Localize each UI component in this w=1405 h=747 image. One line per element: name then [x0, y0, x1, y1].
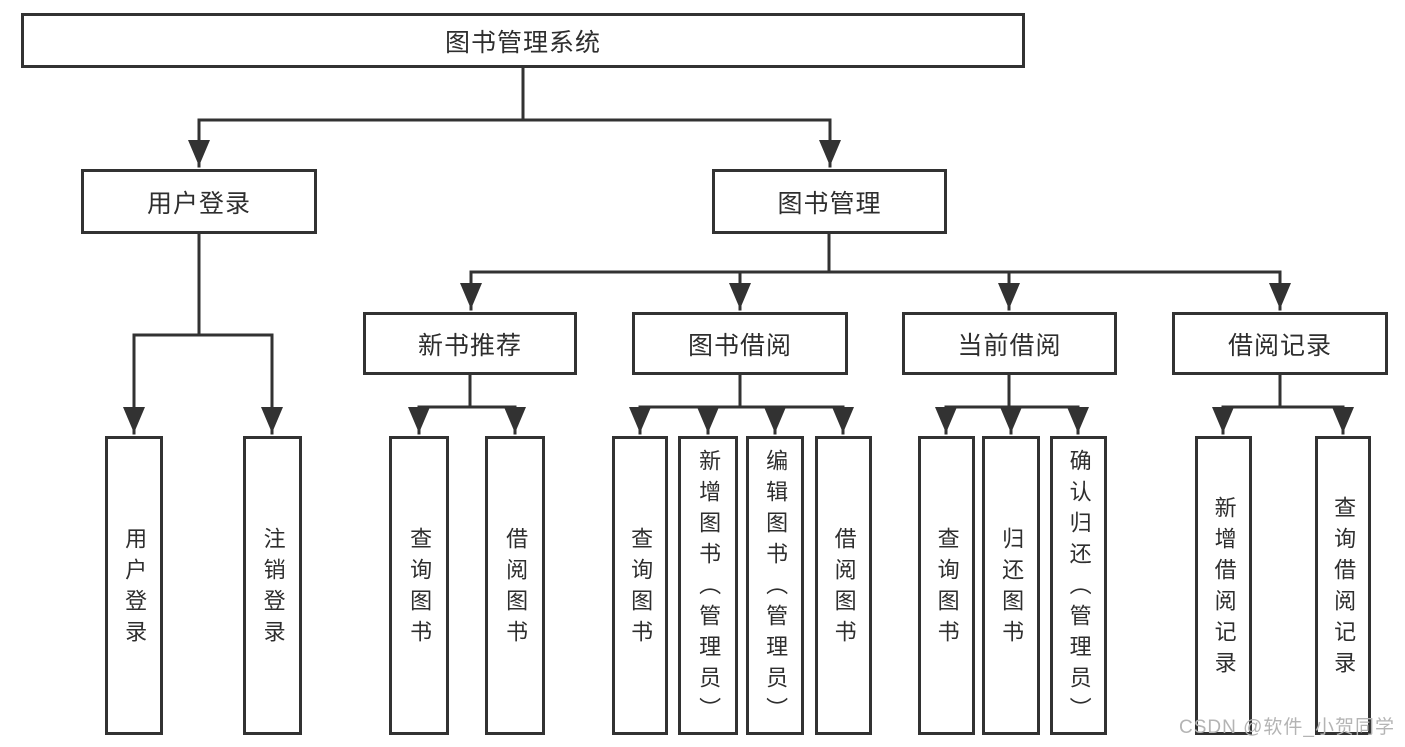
- leaf-logout-login: 注销登录: [243, 436, 302, 735]
- node-root: 图书管理系统: [21, 13, 1025, 68]
- watermark: CSDN @软件_小贺同学: [1179, 717, 1395, 738]
- leaf-cb-return-books: 归还图书: [982, 436, 1040, 735]
- leaf-bb-add-books: 新增图书（管理员）: [678, 436, 738, 735]
- node-user-login: 用户登录: [81, 169, 317, 234]
- leaf-nb-borrow-books: 借阅图书: [485, 436, 545, 735]
- node-borrow-records: 借阅记录: [1172, 312, 1388, 375]
- leaf-bb-edit-books: 编辑图书（管理员）: [746, 436, 804, 735]
- leaf-cb-query-books: 查询图书: [918, 436, 975, 735]
- leaf-br-query-record: 查询借阅记录: [1315, 436, 1371, 735]
- leaf-user-login: 用户登录: [105, 436, 163, 735]
- node-book-management: 图书管理: [712, 169, 947, 234]
- leaf-nb-query-books: 查询图书: [389, 436, 449, 735]
- leaf-bb-query-books: 查询图书: [612, 436, 668, 735]
- leaf-br-add-record: 新增借阅记录: [1195, 436, 1252, 735]
- leaf-cb-confirm-return: 确认归还（管理员）: [1050, 436, 1107, 735]
- node-book-borrow: 图书借阅: [632, 312, 848, 375]
- leaf-bb-borrow-books: 借阅图书: [815, 436, 872, 735]
- node-new-book-recommend: 新书推荐: [363, 312, 577, 375]
- node-current-borrow: 当前借阅: [902, 312, 1117, 375]
